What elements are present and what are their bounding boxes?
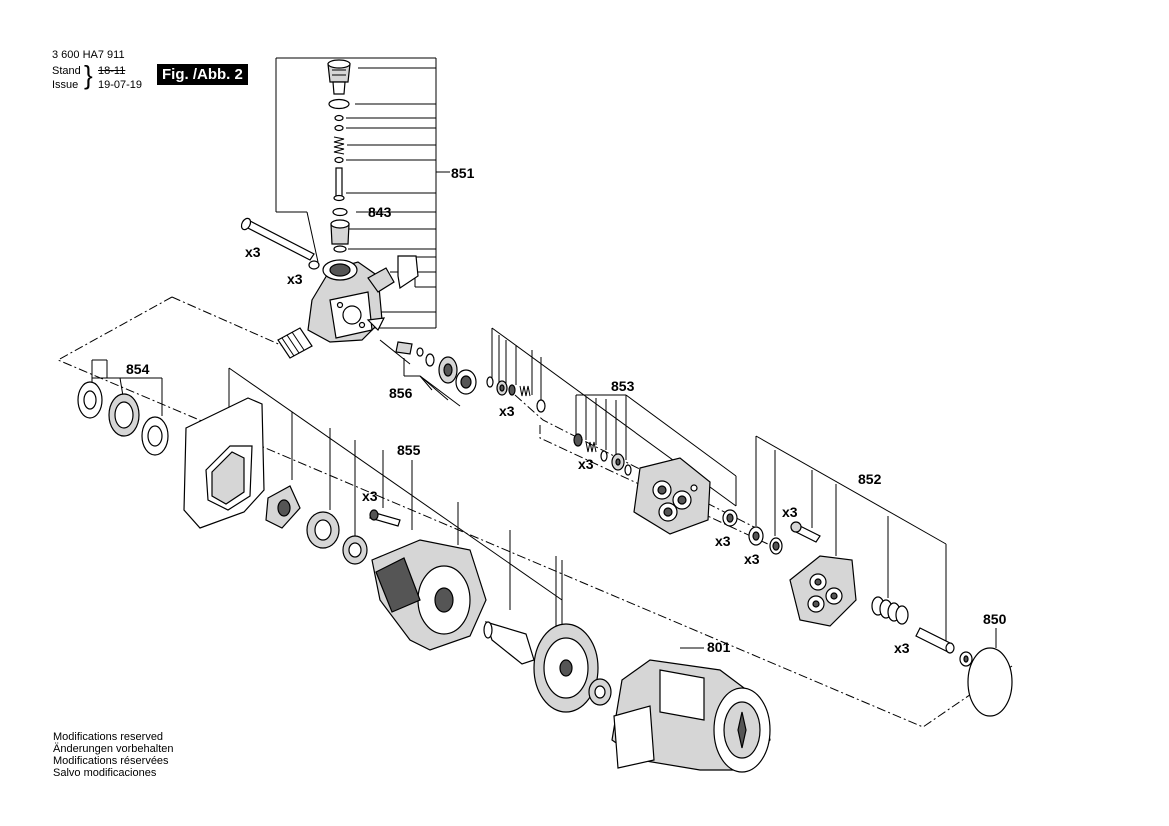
multiplier-853-b: x3 xyxy=(578,456,594,472)
o-ring-853-f xyxy=(624,464,632,476)
screw-852 xyxy=(790,521,821,543)
document-number: 3 600 HA7 911 xyxy=(52,49,125,61)
leader-855 xyxy=(228,367,563,660)
motor-flange xyxy=(371,539,487,651)
ball-bearing-b xyxy=(342,535,368,565)
footer-line-en: Modifications reserved xyxy=(53,731,164,743)
o-ring-small-2 xyxy=(334,124,344,132)
seal-852-c xyxy=(959,651,973,667)
spring-853-b xyxy=(585,441,597,453)
assembly-outline-inner xyxy=(171,296,293,351)
drive-gear xyxy=(533,623,599,713)
o-ring-853-d xyxy=(573,433,583,447)
gear-cover xyxy=(183,397,265,529)
footer-line-de: Änderungen vorbehalten xyxy=(53,743,174,755)
valve-nut xyxy=(330,219,350,245)
multiplier-bolt: x3 xyxy=(245,244,261,260)
multiplier-852-c: x3 xyxy=(894,640,910,656)
callout-801: 801 xyxy=(707,639,731,655)
callout-851: 851 xyxy=(451,165,475,181)
callout-853: 853 xyxy=(611,378,635,394)
valve-insert-a xyxy=(496,380,508,396)
stand-label: Stand xyxy=(52,65,81,77)
leader-852 xyxy=(755,435,947,648)
footer-line-es: Salvo modificaciones xyxy=(53,767,157,779)
callout-850: 850 xyxy=(983,611,1007,627)
issue-value: 19-07-19 xyxy=(98,79,143,91)
footer-notes: Modifications reserved Änderungen vorbeh… xyxy=(53,731,173,779)
o-ring-850 xyxy=(967,647,1013,717)
multiplier-853-a: x3 xyxy=(499,403,515,419)
thrust-washer-2 xyxy=(141,416,169,456)
callout-843: 843 xyxy=(368,204,392,220)
ball-bearing-c xyxy=(588,678,612,706)
needle-bearing xyxy=(108,393,140,437)
o-ring-1 xyxy=(328,98,350,110)
o-ring-843 xyxy=(332,207,348,217)
figure-badge: Fig. /Abb. 2 xyxy=(157,64,248,85)
washer-small xyxy=(308,260,320,270)
seal-852-b xyxy=(769,537,783,555)
drive-shaft xyxy=(483,621,535,665)
valve-spring xyxy=(333,136,345,155)
valve-wheel xyxy=(438,356,458,384)
electric-motor xyxy=(611,659,771,773)
valve-pin xyxy=(333,167,345,202)
callout-854: 854 xyxy=(126,361,150,377)
spring-853-a xyxy=(519,385,531,397)
o-ring-853-e xyxy=(600,450,608,462)
valve-disc xyxy=(455,369,477,395)
callout-855: 855 xyxy=(397,442,421,458)
callout-856: 856 xyxy=(389,385,413,401)
multiplier-852-a: x3 xyxy=(782,504,798,520)
check-valve-spring xyxy=(395,341,413,355)
o-ring-small-4 xyxy=(333,245,347,253)
brace-icon: } xyxy=(84,60,93,90)
multiplier-855: x3 xyxy=(362,488,378,504)
valve-insert-b xyxy=(611,453,625,471)
piston-rod xyxy=(915,627,955,654)
valve-plug xyxy=(327,59,351,95)
o-ring-853-b xyxy=(508,384,516,396)
seal-ring-853 xyxy=(722,509,738,527)
multiplier-853-c: x3 xyxy=(715,533,731,549)
issue-label: Issue xyxy=(52,79,79,91)
piston-spring xyxy=(871,596,909,625)
long-bolt xyxy=(240,217,315,261)
valve-housing xyxy=(277,255,419,359)
multiplier-852-b: x3 xyxy=(744,551,760,567)
o-ring-small-3 xyxy=(334,156,344,164)
seal-856 xyxy=(425,353,435,367)
stand-value: 18-11 xyxy=(98,65,126,77)
callout-852: 852 xyxy=(858,471,882,487)
o-ring-853-c xyxy=(536,399,546,413)
o-ring-856 xyxy=(416,347,424,357)
pump-head xyxy=(633,457,711,535)
o-ring-small-1 xyxy=(334,114,344,122)
leader-856 xyxy=(379,339,461,407)
cam-plate xyxy=(265,485,301,529)
thrust-washer xyxy=(77,381,103,419)
multiplier-washer: x3 xyxy=(287,271,303,287)
assembly-outline xyxy=(56,296,1013,728)
screw-855 xyxy=(369,509,401,527)
footer-line-fr: Modifications réservées xyxy=(53,755,169,767)
seal-852-a xyxy=(748,526,764,546)
o-ring-853-a xyxy=(486,376,494,388)
ball-bearing-a xyxy=(306,511,340,549)
piston-plate xyxy=(789,555,857,627)
